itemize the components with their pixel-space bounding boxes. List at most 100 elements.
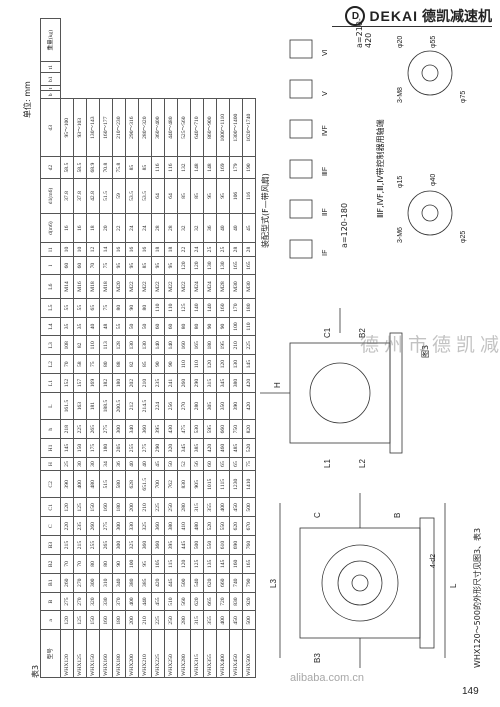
table-cell: M22 [151, 275, 165, 299]
table-cell: 212 [125, 392, 139, 420]
table-cell: 40 [125, 457, 139, 471]
table-cell: 610 [216, 535, 230, 555]
brand-name-en: DEKAI [369, 8, 418, 24]
table-cell: 75 [242, 457, 256, 471]
page-caption: WHX120～500的外形尺寸见图3、表3 [473, 527, 482, 668]
table-cell: 125 [190, 554, 204, 574]
table-cell: 169 [216, 156, 230, 179]
table-cell: 95 [203, 178, 217, 214]
table-cell: 500 [242, 497, 256, 517]
table-cell: 400 [125, 592, 139, 611]
table-cell: 460 [216, 438, 230, 458]
table-cell: 525～560 [177, 98, 191, 157]
table-cell: 28 [164, 213, 178, 243]
shaft-d-large: φ20 [397, 36, 404, 48]
table-cell: 275 [99, 516, 113, 536]
table-cell: 85 [177, 178, 191, 214]
shaft-d2-large: φ55 [430, 36, 437, 48]
table-cell: 1620～1740 [242, 98, 256, 157]
table-header-cell: b1 [40, 72, 61, 86]
table-cell: 220 [60, 516, 74, 536]
table-cell: 110 [151, 298, 165, 318]
table-cell: 190 [242, 156, 256, 179]
range-large: a=210-420 [355, 18, 373, 48]
table-cell: 10 [60, 242, 74, 257]
table-cell: 82 [73, 335, 87, 355]
table-cell: 30 [73, 457, 87, 471]
table-cell: 125 [73, 611, 87, 630]
table-cell: M22 [164, 275, 178, 299]
shaft-b-small: φ25 [460, 231, 467, 243]
table-cell: 920 [242, 592, 256, 611]
dim-C1: C1 [323, 327, 332, 338]
table-cell: 180 [112, 497, 126, 517]
reducer-side-view: C1 B2 L1 L2 H [260, 308, 403, 468]
table-cell: 100 [125, 554, 139, 574]
table-cell: 37.8 [60, 178, 74, 214]
dim-bolt: 4-d2 [430, 554, 437, 568]
table-cell: 28 [242, 242, 256, 257]
table-cell: 400 [216, 611, 230, 630]
table-cell: 500 [177, 573, 191, 593]
table-cell: 40 [216, 213, 230, 243]
table-cell: 80 [112, 298, 126, 318]
table-cell: 40 [86, 317, 100, 336]
table-cell: 68.9 [86, 156, 100, 179]
table-cell: 350 [216, 392, 230, 420]
table-cell: 440～480 [164, 98, 178, 157]
table-header-cell: a [40, 611, 61, 630]
table-cell: 360～400 [151, 98, 165, 157]
table-cell: 820 [242, 419, 256, 439]
table-cell: 670 [242, 516, 256, 536]
table-cell: 163 [73, 392, 87, 420]
table-cell: 241 [164, 373, 178, 393]
table-cell: 30 [86, 457, 100, 471]
table-cell: 475 [177, 419, 191, 439]
table-cell: 480 [86, 470, 100, 498]
table-cell: 120 [190, 256, 204, 275]
table-cell: 340 [112, 573, 126, 593]
table-cell: WHX280 [177, 629, 191, 678]
table-cell: 128 [112, 335, 126, 355]
table-cell: 18 [151, 242, 165, 257]
table-cell: 290 [151, 438, 165, 458]
table-cell: 165 [242, 256, 256, 275]
table-cell: 160 [229, 554, 243, 574]
table-cell: 88 [112, 354, 126, 374]
table-cell: 620 [229, 516, 243, 536]
table-cell: 740 [229, 573, 243, 593]
table-cell: 210 [138, 373, 152, 393]
table-cell: 500 [190, 535, 204, 555]
table-cell: 148 [203, 156, 217, 179]
dim-B: B [393, 513, 402, 518]
table-cell: 385 [190, 438, 204, 458]
form-label: ⅣF [322, 125, 329, 136]
table-cell: WHX150 [86, 629, 100, 678]
table-cell: 720 [216, 592, 230, 611]
reducer-front-view: L L3 C B B3 4-d2 [269, 493, 458, 668]
table-cell: 85 [190, 178, 204, 214]
table-cell: 160～177 [99, 98, 113, 157]
form-label: ⅡF [322, 208, 329, 216]
table-header-cell: h [40, 419, 61, 439]
table-cell: 28 [229, 242, 243, 257]
table-cell: 270 [177, 392, 191, 420]
table-cell: 340 [125, 419, 139, 439]
table-cell: 500 [242, 611, 256, 630]
table-cell: 225 [242, 335, 256, 355]
table-cell: 1410 [242, 470, 256, 498]
table-cell: 130～143 [86, 98, 100, 157]
table-cell: WHX160 [99, 629, 113, 678]
brand-name-cn: 德凯减速机 [422, 8, 492, 24]
table-cell: 215 [73, 535, 87, 555]
table-cell: 270 [73, 592, 87, 611]
